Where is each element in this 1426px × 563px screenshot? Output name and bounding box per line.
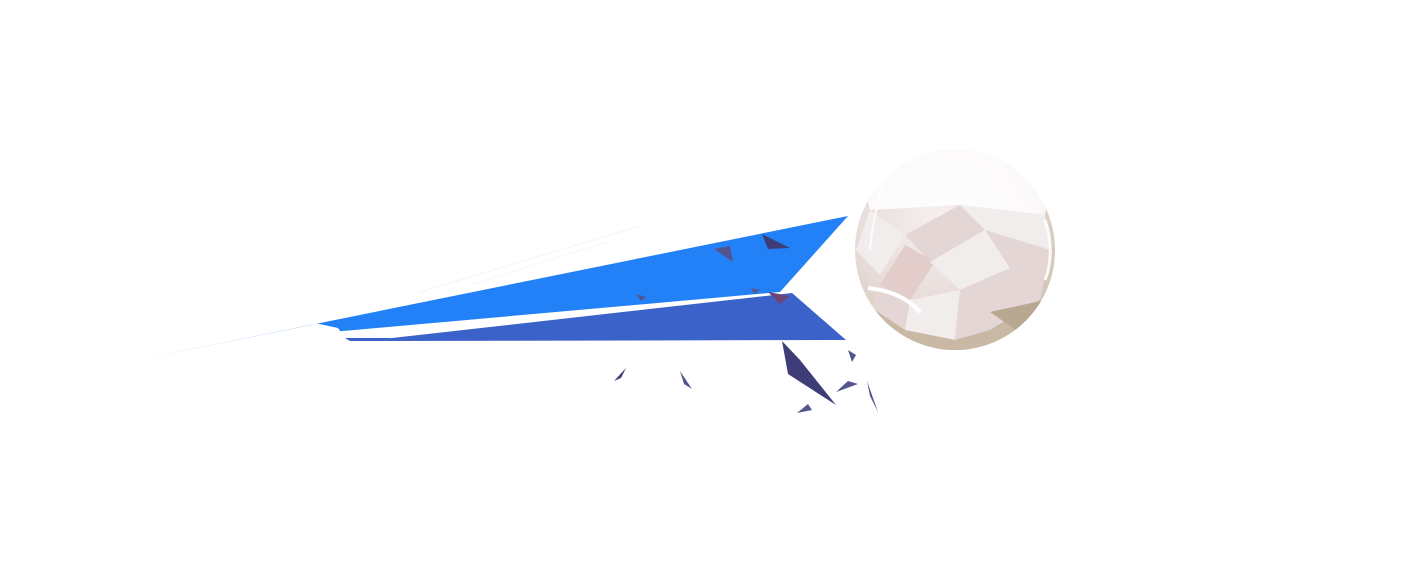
shard: [782, 341, 836, 405]
shard: [836, 381, 858, 392]
shard: [762, 234, 790, 249]
shard: [867, 381, 878, 412]
streak-upper: [118, 216, 848, 364]
orb: [855, 150, 1055, 350]
shard: [848, 350, 856, 362]
streak-lower-tip: [345, 338, 392, 341]
streak-lower: [384, 293, 846, 341]
speed-lines: [419, 225, 641, 293]
shard: [614, 368, 626, 381]
shard: [751, 288, 760, 294]
shard: [797, 404, 812, 413]
shard: [714, 246, 733, 262]
shard: [680, 371, 692, 389]
orb-facets: [855, 150, 1055, 350]
shard: [636, 294, 646, 301]
debris-shards: [614, 234, 878, 413]
shard: [768, 292, 790, 304]
streak-gap-slash: [310, 322, 345, 338]
